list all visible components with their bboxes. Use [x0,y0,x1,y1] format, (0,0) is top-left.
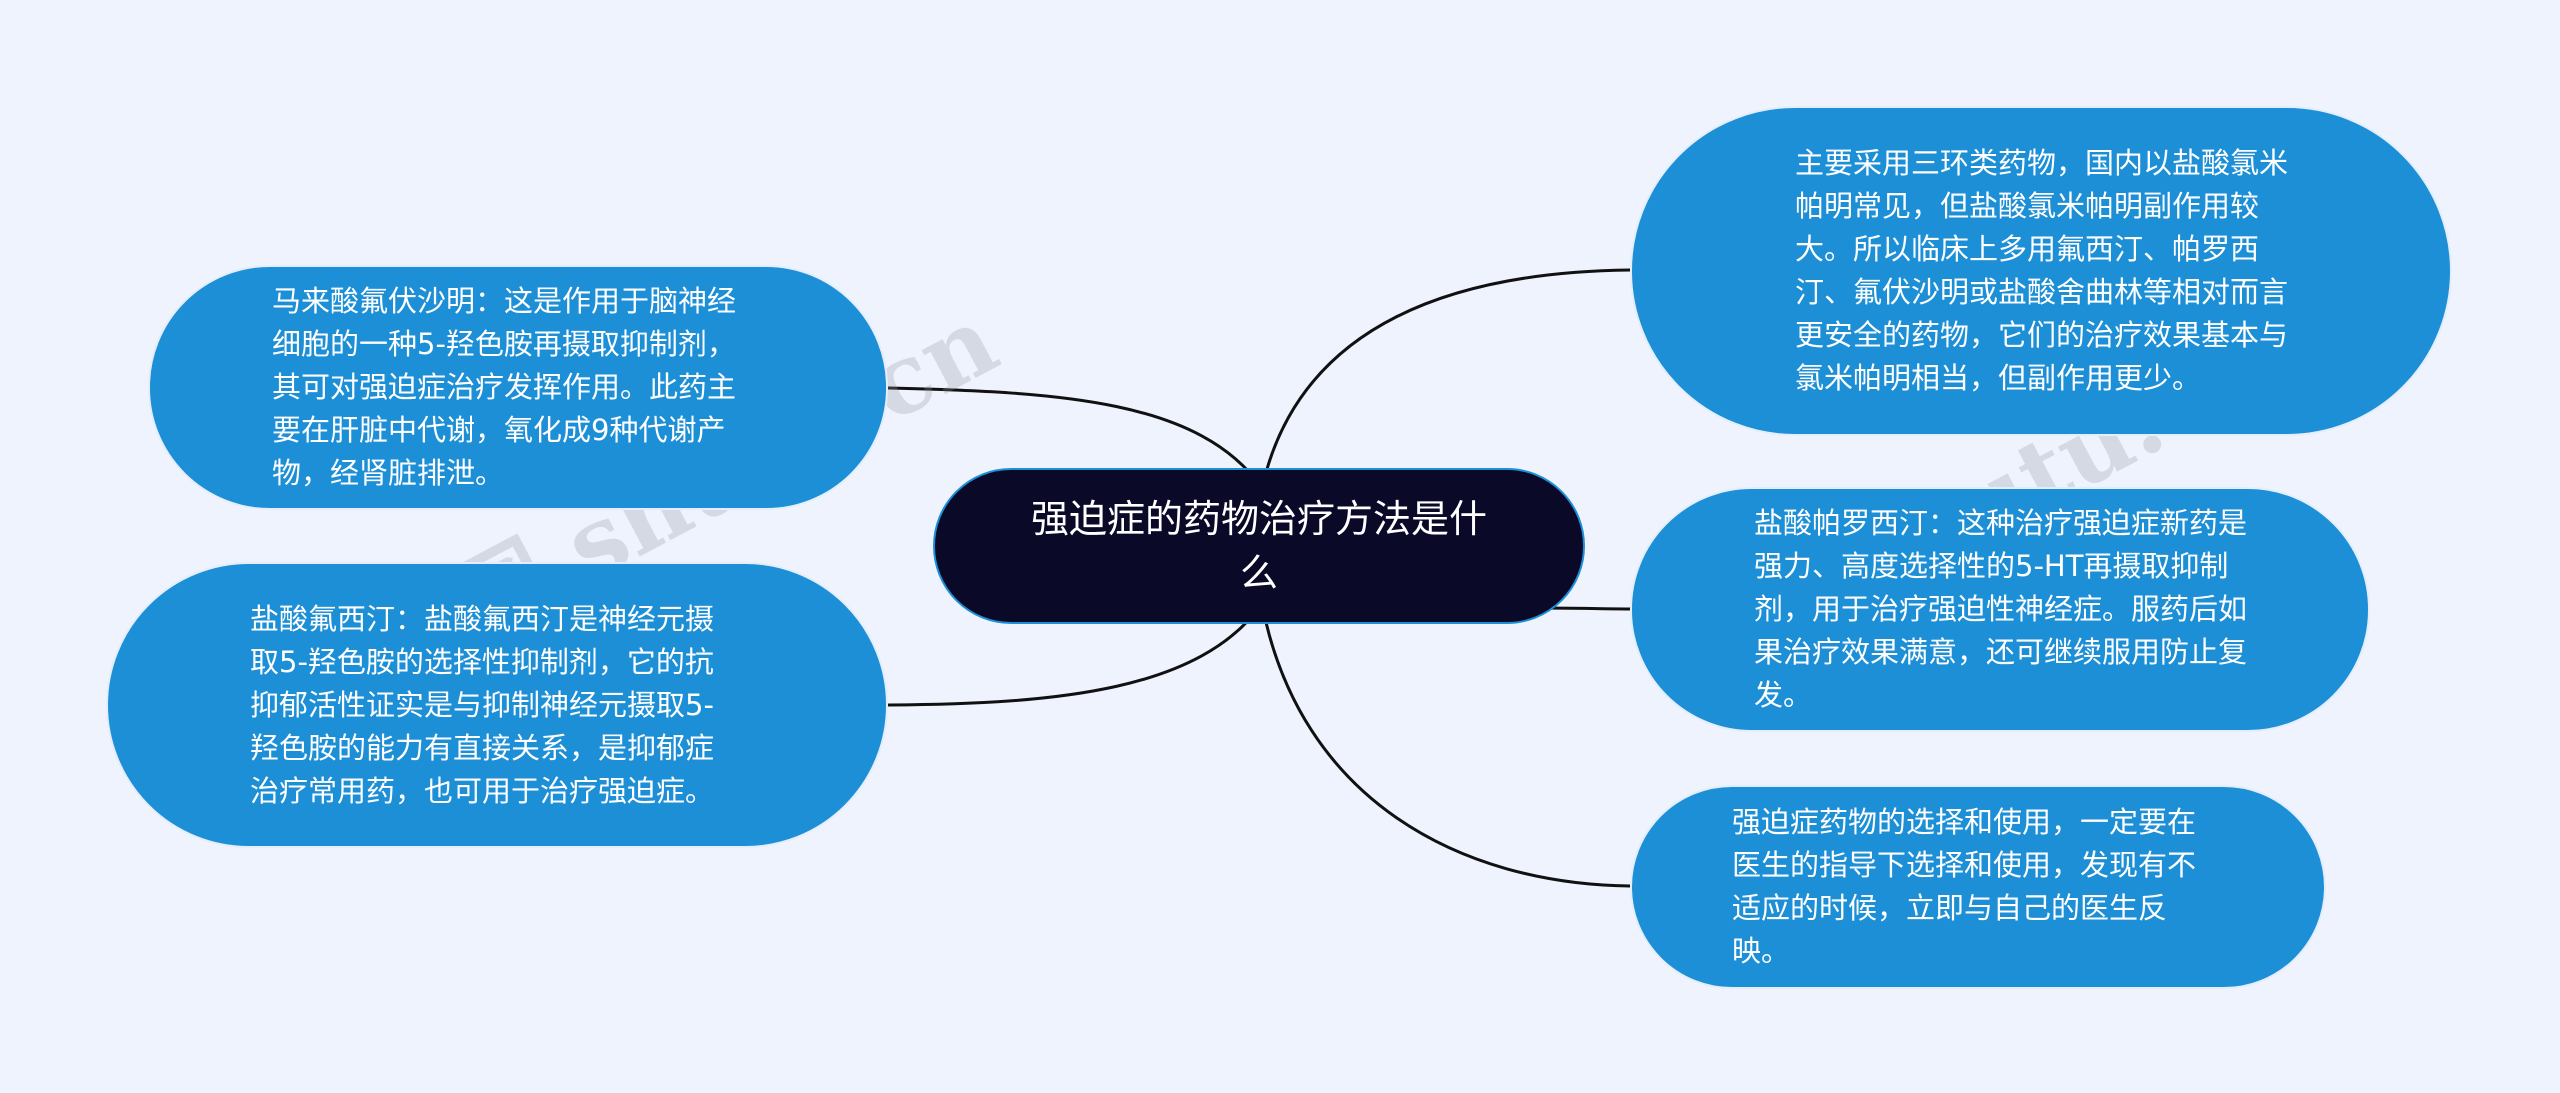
link-right-1 [1260,268,1631,489]
branch-node-fluoxetine[interactable]: 盐酸氟西汀：盐酸氟西汀是神经元摄取5-羟色胺的选择性抑制剂，它的抗抑郁活性证实是… [106,562,888,848]
branch-node-paroxetine[interactable]: 盐酸帕罗西汀：这种治疗强迫症新药是强力、高度选择性的5-HT再摄取抑制剂，用于治… [1630,487,2370,732]
branch-text: 盐酸氟西汀：盐酸氟西汀是神经元摄取5-羟色胺的选择性抑制剂，它的抗抑郁活性证实是… [250,601,715,808]
branch-node-tricyclic[interactable]: 主要采用三环类药物，国内以盐酸氯米帕明常见，但盐酸氯米帕明副作用较大。所以临床上… [1630,106,2452,436]
link-left-2 [887,603,1264,707]
branch-node-fluvoxamine[interactable]: 马来酸氟伏沙明：这是作用于脑神经细胞的一种5-羟色胺再摄取抑制剂，其可对强迫症治… [148,265,888,510]
central-topic-node[interactable]: 强迫症的药物治疗方法是什么 [933,468,1585,624]
link-right-3 [1260,603,1631,888]
branch-node-doctor-guidance[interactable]: 强迫症药物的选择和使用，一定要在医生的指导下选择和使用，发现有不适应的时候，立即… [1630,785,2326,989]
link-left-1 [887,386,1264,489]
branch-text: 马来酸氟伏沙明：这是作用于脑神经细胞的一种5-羟色胺再摄取抑制剂，其可对强迫症治… [272,284,737,490]
branch-text: 强迫症药物的选择和使用，一定要在医生的指导下选择和使用，发现有不适应的时候，立即… [1732,805,2197,968]
branch-text: 主要采用三环类药物，国内以盐酸氯米帕明常见，但盐酸氯米帕明副作用较大。所以临床上… [1795,146,2289,395]
central-topic-text: 强迫症的药物治疗方法是什么 [1030,497,1487,595]
branch-text: 盐酸帕罗西汀：这种治疗强迫症新药是强力、高度选择性的5-HT再摄取抑制剂，用于治… [1754,506,2248,712]
